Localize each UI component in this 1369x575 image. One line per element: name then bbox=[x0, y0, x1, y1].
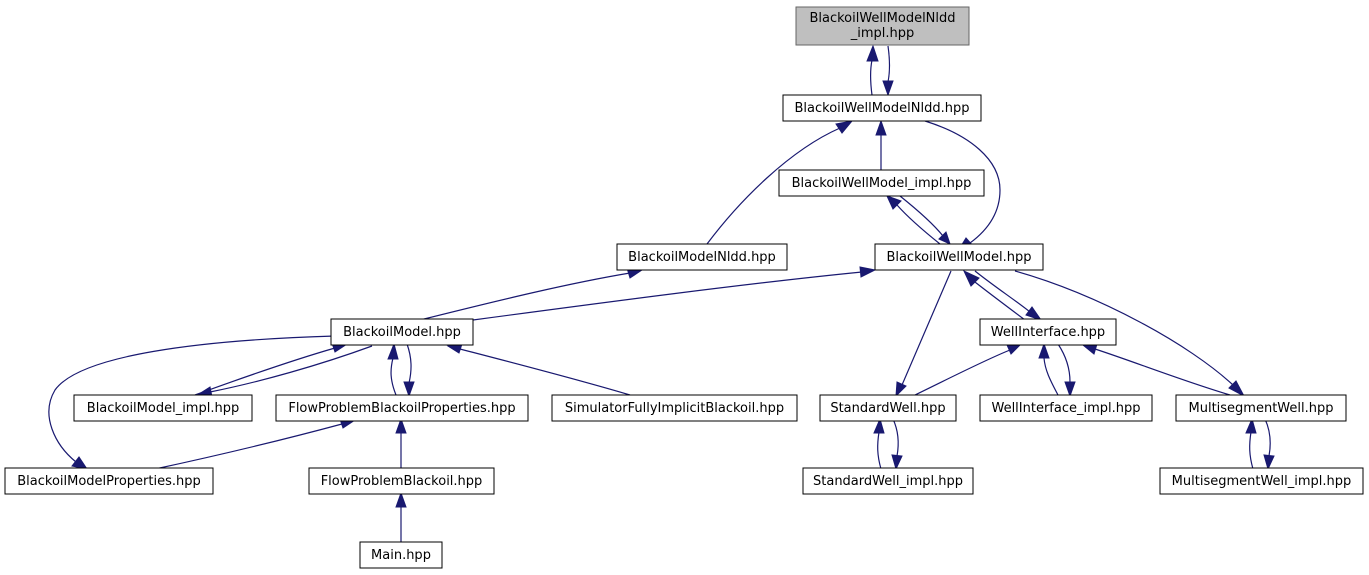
arrowhead bbox=[395, 491, 407, 508]
edge-msw-to-wi bbox=[1094, 348, 1231, 396]
node-blackoil-well-model-nldd-impl[interactable]: BlackoilWellModelNldd _impl.hpp bbox=[795, 6, 970, 46]
edge-wm-to-sw bbox=[901, 270, 952, 386]
edge-wi-to-wi-impl bbox=[1057, 343, 1071, 383]
arrowhead bbox=[882, 80, 894, 97]
arrowhead bbox=[875, 119, 887, 136]
node-label: BlackoilWellModel_impl.hpp bbox=[792, 176, 972, 191]
node-label: MultisegmentWell_impl.hpp bbox=[1172, 474, 1352, 489]
edge-model-to-model-nldd bbox=[419, 272, 631, 321]
edge-wi-impl-to-wi bbox=[1043, 357, 1059, 396]
edge-wm-nldd-impl-to-wm-nldd bbox=[887, 45, 891, 83]
node-flow-problem-blackoil[interactable]: FlowProblemBlackoil.hpp bbox=[308, 467, 495, 495]
arrowhead bbox=[1263, 454, 1275, 471]
node-blackoil-well-model-nldd[interactable]: BlackoilWellModelNldd.hpp bbox=[782, 94, 982, 122]
node-label: FlowProblemBlackoil.hpp bbox=[321, 474, 483, 489]
node-label: BlackoilModel_impl.hpp bbox=[87, 401, 239, 416]
edge-model-to-model-impl bbox=[209, 345, 373, 393]
arrowhead bbox=[403, 381, 415, 398]
edge-wm-to-wi bbox=[974, 270, 1031, 313]
edge-bmp-to-fpbp bbox=[154, 423, 343, 470]
node-blackoil-well-model[interactable]: BlackoilWellModel.hpp bbox=[874, 243, 1044, 271]
edge-wm-to-msw bbox=[1014, 270, 1234, 386]
edge-msw-to-msw-impl bbox=[1264, 418, 1271, 457]
node-simulator-fully-implicit-blackoil[interactable]: SimulatorFullyImplicitBlackoil.hpp bbox=[551, 394, 798, 422]
node-label: FlowProblemBlackoilProperties.hpp bbox=[288, 401, 515, 416]
node-standard-well[interactable]: StandardWell.hpp bbox=[819, 394, 957, 422]
edge-model-to-fpbp bbox=[406, 343, 412, 384]
node-multisegment-well-impl[interactable]: MultisegmentWell_impl.hpp bbox=[1159, 467, 1364, 495]
arrowhead bbox=[866, 44, 879, 62]
node-label: MultisegmentWell.hpp bbox=[1189, 401, 1334, 416]
edge-wm-nldd-to-wm-nldd-impl bbox=[869, 59, 873, 96]
arrowhead bbox=[895, 381, 907, 398]
edge-sw-to-wi bbox=[914, 349, 1011, 396]
node-label: WellInterface.hpp bbox=[991, 325, 1105, 340]
node-label: BlackoilModelProperties.hpp bbox=[17, 474, 201, 489]
node-label: Main.hpp bbox=[371, 548, 431, 563]
edge-wm-nldd-to-wm bbox=[924, 120, 1001, 244]
edge-wm-impl-to-wm bbox=[899, 195, 944, 237]
edges bbox=[48, 44, 1275, 542]
arrowhead bbox=[1038, 342, 1050, 359]
node-label: StandardWell.hpp bbox=[830, 401, 945, 416]
node-blackoil-model-properties[interactable]: BlackoilModelProperties.hpp bbox=[4, 467, 214, 495]
arrowhead bbox=[71, 456, 89, 470]
node-label: BlackoilWellModelNldd.hpp bbox=[795, 101, 970, 116]
edge-model-to-wm bbox=[472, 271, 863, 321]
node-main[interactable]: Main.hpp bbox=[359, 541, 443, 569]
arrowhead bbox=[1064, 381, 1076, 398]
node-label: StandardWell_impl.hpp bbox=[813, 474, 963, 489]
arrowhead bbox=[387, 342, 399, 360]
node-label: SimulatorFullyImplicitBlackoil.hpp bbox=[565, 401, 784, 416]
edge-wm-to-wm-impl bbox=[896, 204, 941, 245]
node-blackoil-model[interactable]: BlackoilModel.hpp bbox=[330, 318, 474, 346]
edge-msw-impl-to-msw bbox=[1249, 431, 1254, 470]
edge-wi-to-wm bbox=[974, 281, 1026, 321]
edge-sw-impl-to-sw bbox=[877, 431, 882, 470]
node-label: BlackoilModelNldd.hpp bbox=[628, 250, 776, 265]
edge-fpbp-to-model bbox=[390, 357, 397, 396]
node-blackoil-well-model-impl[interactable]: BlackoilWellModel_impl.hpp bbox=[778, 169, 985, 197]
edge-sw-to-sw-impl bbox=[892, 418, 899, 457]
node-label: WellInterface_impl.hpp bbox=[991, 401, 1140, 416]
arrowhead bbox=[835, 120, 854, 134]
node-label: BlackoilWellModelNldd bbox=[809, 11, 955, 26]
node-label: BlackoilModel.hpp bbox=[343, 325, 461, 340]
node-well-interface-impl[interactable]: WellInterface_impl.hpp bbox=[979, 394, 1153, 422]
node-well-interface[interactable]: WellInterface.hpp bbox=[979, 318, 1117, 346]
edge-model-nldd-to-wm-nldd bbox=[706, 127, 841, 245]
arrowhead bbox=[859, 266, 877, 278]
arrowhead bbox=[886, 195, 902, 210]
node-blackoil-model-impl[interactable]: BlackoilModel_impl.hpp bbox=[73, 394, 253, 422]
edge-model-impl-to-model bbox=[194, 347, 336, 396]
arrowhead bbox=[395, 417, 407, 434]
node-standard-well-impl[interactable]: StandardWell_impl.hpp bbox=[802, 467, 974, 495]
node-multisegment-well[interactable]: MultisegmentWell.hpp bbox=[1175, 394, 1347, 422]
arrowhead bbox=[891, 454, 903, 471]
node-label: BlackoilWellModel.hpp bbox=[886, 250, 1031, 265]
arrowhead bbox=[1228, 380, 1246, 398]
edge-sfib-to-model bbox=[459, 348, 631, 396]
node-label: _impl.hpp bbox=[850, 26, 915, 41]
arrowhead bbox=[962, 269, 980, 287]
arrowhead bbox=[873, 417, 885, 434]
arrowhead bbox=[1245, 417, 1257, 434]
nodes: BlackoilWellModelNldd _impl.hpp Blackoil… bbox=[4, 6, 1364, 569]
arrowhead bbox=[1025, 306, 1043, 321]
node-flow-problem-blackoil-properties[interactable]: FlowProblemBlackoilProperties.hpp bbox=[275, 394, 529, 422]
arrowhead bbox=[938, 231, 951, 245]
edge-model-to-bmp bbox=[48, 335, 336, 463]
node-blackoil-model-nldd[interactable]: BlackoilModelNldd.hpp bbox=[616, 243, 788, 271]
